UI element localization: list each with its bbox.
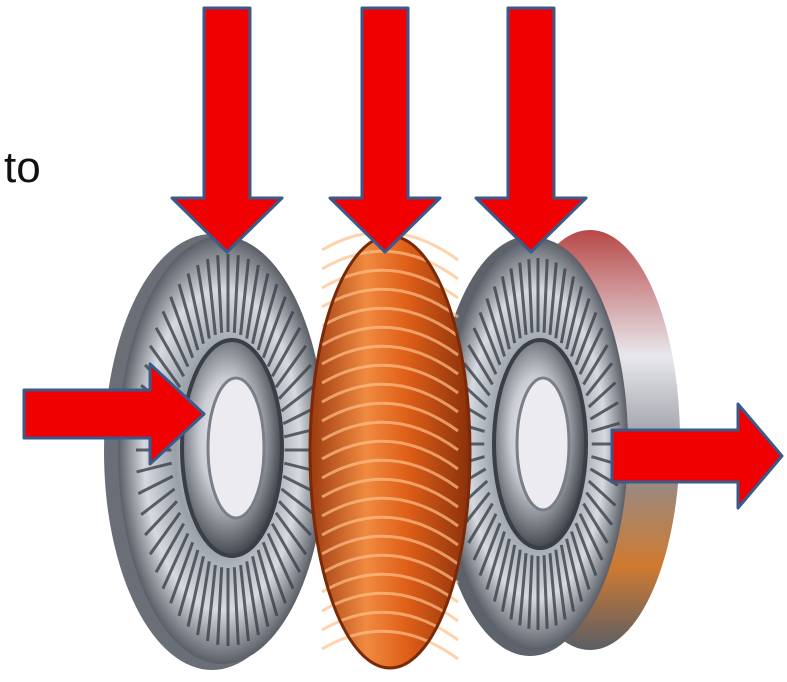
top-arrow-center	[330, 8, 440, 252]
turbine-wheel	[310, 232, 470, 668]
impeller-disc	[104, 234, 326, 670]
top-arrow-left	[172, 8, 282, 252]
top-arrow-right	[476, 8, 586, 252]
